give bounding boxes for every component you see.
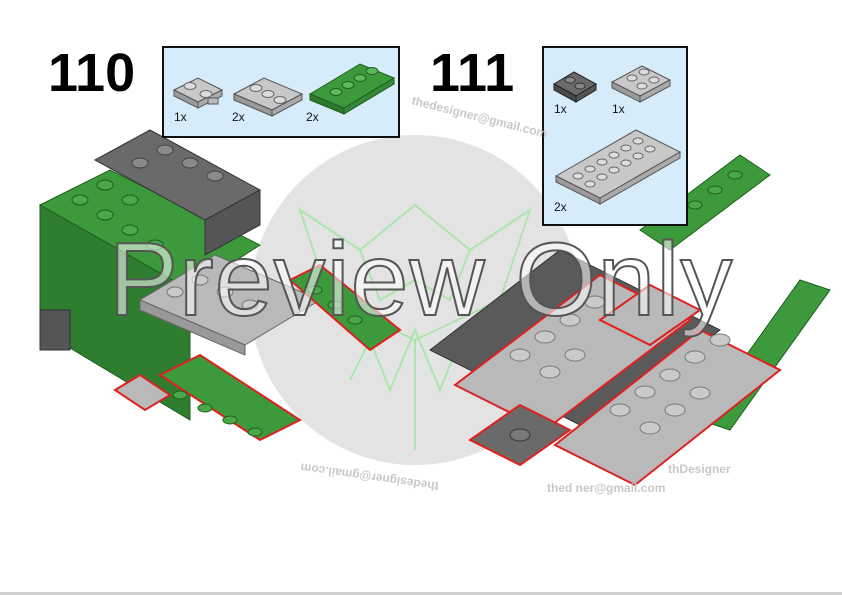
plate-2x3-icon bbox=[610, 65, 672, 103]
watermark-line-1: thDesigner bbox=[668, 462, 731, 476]
parts-icons-111 bbox=[552, 65, 682, 205]
step-number-111: 111 bbox=[430, 43, 515, 103]
part-qty: 1x bbox=[554, 102, 567, 116]
plate-1x2-clip-icon bbox=[172, 77, 224, 109]
parts-list-110: 1x 2x 2x bbox=[162, 46, 400, 138]
part-qty: 2x bbox=[554, 200, 567, 214]
part-qty: 1x bbox=[612, 102, 625, 116]
page-bottom-border bbox=[0, 592, 842, 595]
plate-2x8-icon bbox=[554, 129, 682, 205]
plate-2x2-dark-icon bbox=[552, 71, 598, 103]
watermark-line-2: thed ner@gmail.com bbox=[547, 481, 666, 495]
part-qty: 2x bbox=[306, 110, 319, 124]
part-qty: 1x bbox=[174, 110, 187, 124]
plate-1x4-green-icon bbox=[308, 63, 396, 115]
plate-1x3-icon bbox=[232, 77, 304, 117]
parts-icons-110 bbox=[172, 63, 396, 117]
preview-only-overlay: Preview Only bbox=[108, 222, 734, 338]
part-qty: 2x bbox=[232, 110, 245, 124]
parts-list-111: 1x 1x 2x bbox=[542, 46, 688, 226]
step-number-110: 110 bbox=[48, 43, 136, 103]
